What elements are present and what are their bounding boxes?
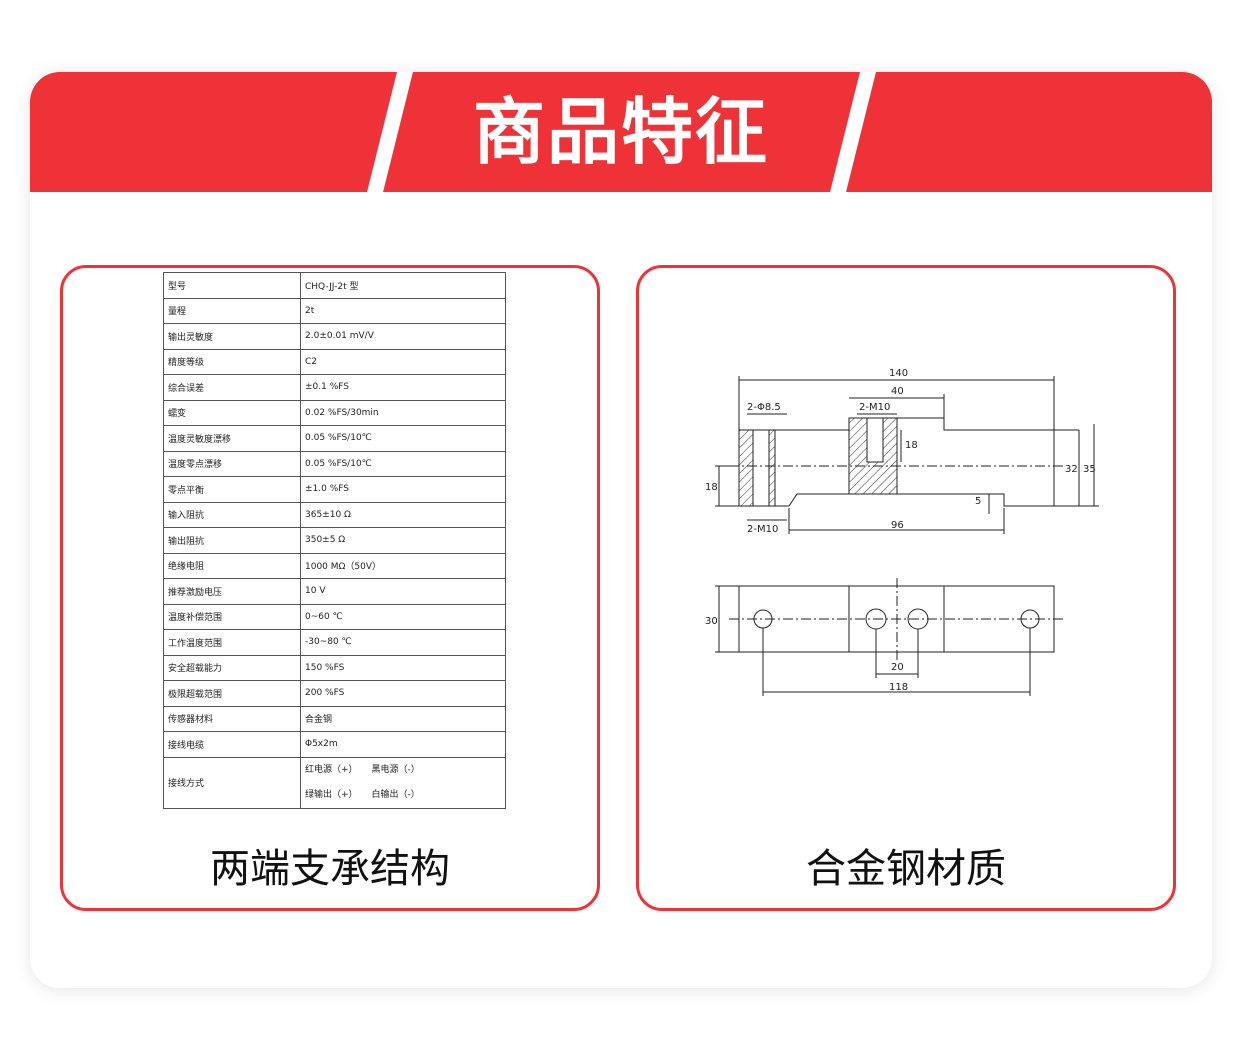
table-row: 零点平衡±1.0 %FS (163, 476, 506, 503)
drawing-panel: 140 40 2-Φ8.5 2-M10 18 18 32 35 5 2-M10 … (636, 265, 1176, 911)
table-row: 综合误差±0.1 %FS (163, 374, 506, 401)
dim-outer-spacing: 118 (889, 682, 908, 693)
spec-label: 输出灵敏度 (163, 323, 301, 350)
spec-value: 0.05 %FS/10℃ (300, 450, 506, 477)
spec-label: 极限超载范围 (163, 680, 301, 707)
page-title: 商品特征 (472, 90, 769, 174)
table-row: 工作温度范围-30~80 ℃ (163, 629, 506, 656)
dim-hole-through: 2-Φ8.5 (747, 402, 781, 413)
dim-center-spacing: 20 (891, 662, 904, 673)
spec-label: 型号 (163, 272, 301, 299)
spec-value: 0~60 ℃ (300, 603, 506, 630)
spec-label: 接线方式 (163, 756, 301, 809)
spec-value: 2.0±0.01 mV/V (300, 323, 506, 350)
dim-gap-5: 5 (975, 496, 981, 507)
spec-label: 温度灵敏度漂移 (163, 425, 301, 452)
spec-value: Φ5x2m (300, 731, 506, 758)
spec-label: 精度等级 (163, 348, 301, 375)
spec-label: 输出阻抗 (163, 527, 301, 554)
dim-total-length: 140 (889, 368, 908, 379)
spec-label: 蠕变 (163, 399, 301, 426)
dim-top-step: 40 (891, 386, 904, 397)
spec-value: 0.05 %FS/10℃ (300, 425, 506, 452)
spec-panel-caption: 两端支承结构 (210, 846, 450, 892)
spec-label: 温度补偿范围 (163, 603, 301, 630)
spec-value: C2 (300, 348, 506, 375)
spec-value: 0.02 %FS/30min (300, 399, 506, 426)
spec-value: CHQ-JJ-2t 型 (300, 272, 506, 299)
dim-hole-thread-top: 2-M10 (859, 402, 890, 413)
spec-label: 推荐激励电压 (163, 578, 301, 605)
wire-white-label: 白输出（-） (371, 789, 420, 800)
dim-bottom-length: 96 (891, 520, 904, 531)
spec-value: 200 %FS (300, 680, 506, 707)
wiring-values: 红电源（+） 黑电源（-） 绿输出（+） 白输出（-） (300, 756, 506, 809)
dim-height-35: 35 (1083, 464, 1096, 475)
wire-red-label: 红电源（+） (305, 764, 358, 775)
dim-hole-depth: 18 (905, 440, 918, 451)
spec-value: 合金钢 (300, 705, 506, 732)
spec-value: 10 V (300, 578, 506, 605)
spec-value: ±0.1 %FS (300, 374, 506, 401)
spec-label: 传感器材料 (163, 705, 301, 732)
table-row: 传感器材料合金钢 (163, 705, 506, 732)
spec-value: -30~80 ℃ (300, 629, 506, 656)
spec-value: ±1.0 %FS (300, 476, 506, 503)
spec-value: 2t (300, 297, 506, 324)
spec-label: 绝缘电阻 (163, 552, 301, 579)
dim-width-30: 30 (705, 616, 718, 627)
technical-drawing: 140 40 2-Φ8.5 2-M10 18 18 32 35 5 2-M10 … (705, 368, 1099, 696)
dim-hole-thread-bottom: 2-M10 (747, 524, 778, 535)
wire-black-label: 黑电源（-） (371, 764, 420, 775)
spec-label: 零点平衡 (163, 476, 301, 503)
spec-value: 365±10 Ω (300, 501, 506, 528)
spec-value: 1000 MΩ（50V） (300, 552, 506, 579)
spec-value: 350±5 Ω (300, 527, 506, 554)
dim-height-32: 32 (1065, 464, 1078, 475)
spec-label: 接线电缆 (163, 731, 301, 758)
spec-label: 量程 (163, 297, 301, 324)
spec-label: 温度零点漂移 (163, 450, 301, 477)
table-row-wiring: 接线方式红电源（+） 黑电源（-） 绿输出（+） 白输出（-） (163, 756, 506, 809)
spec-label: 安全超载能力 (163, 654, 301, 681)
drawing-panel-caption: 合金钢材质 (806, 846, 1006, 892)
spec-label: 输入阻抗 (163, 501, 301, 528)
header-banner: 商品特征 (30, 72, 1212, 192)
spec-label: 工作温度范围 (163, 629, 301, 656)
wire-green-label: 绿输出（+） (305, 789, 358, 800)
dim-left-height: 18 (705, 482, 718, 493)
spec-value: 150 %FS (300, 654, 506, 681)
spec-label: 综合误差 (163, 374, 301, 401)
